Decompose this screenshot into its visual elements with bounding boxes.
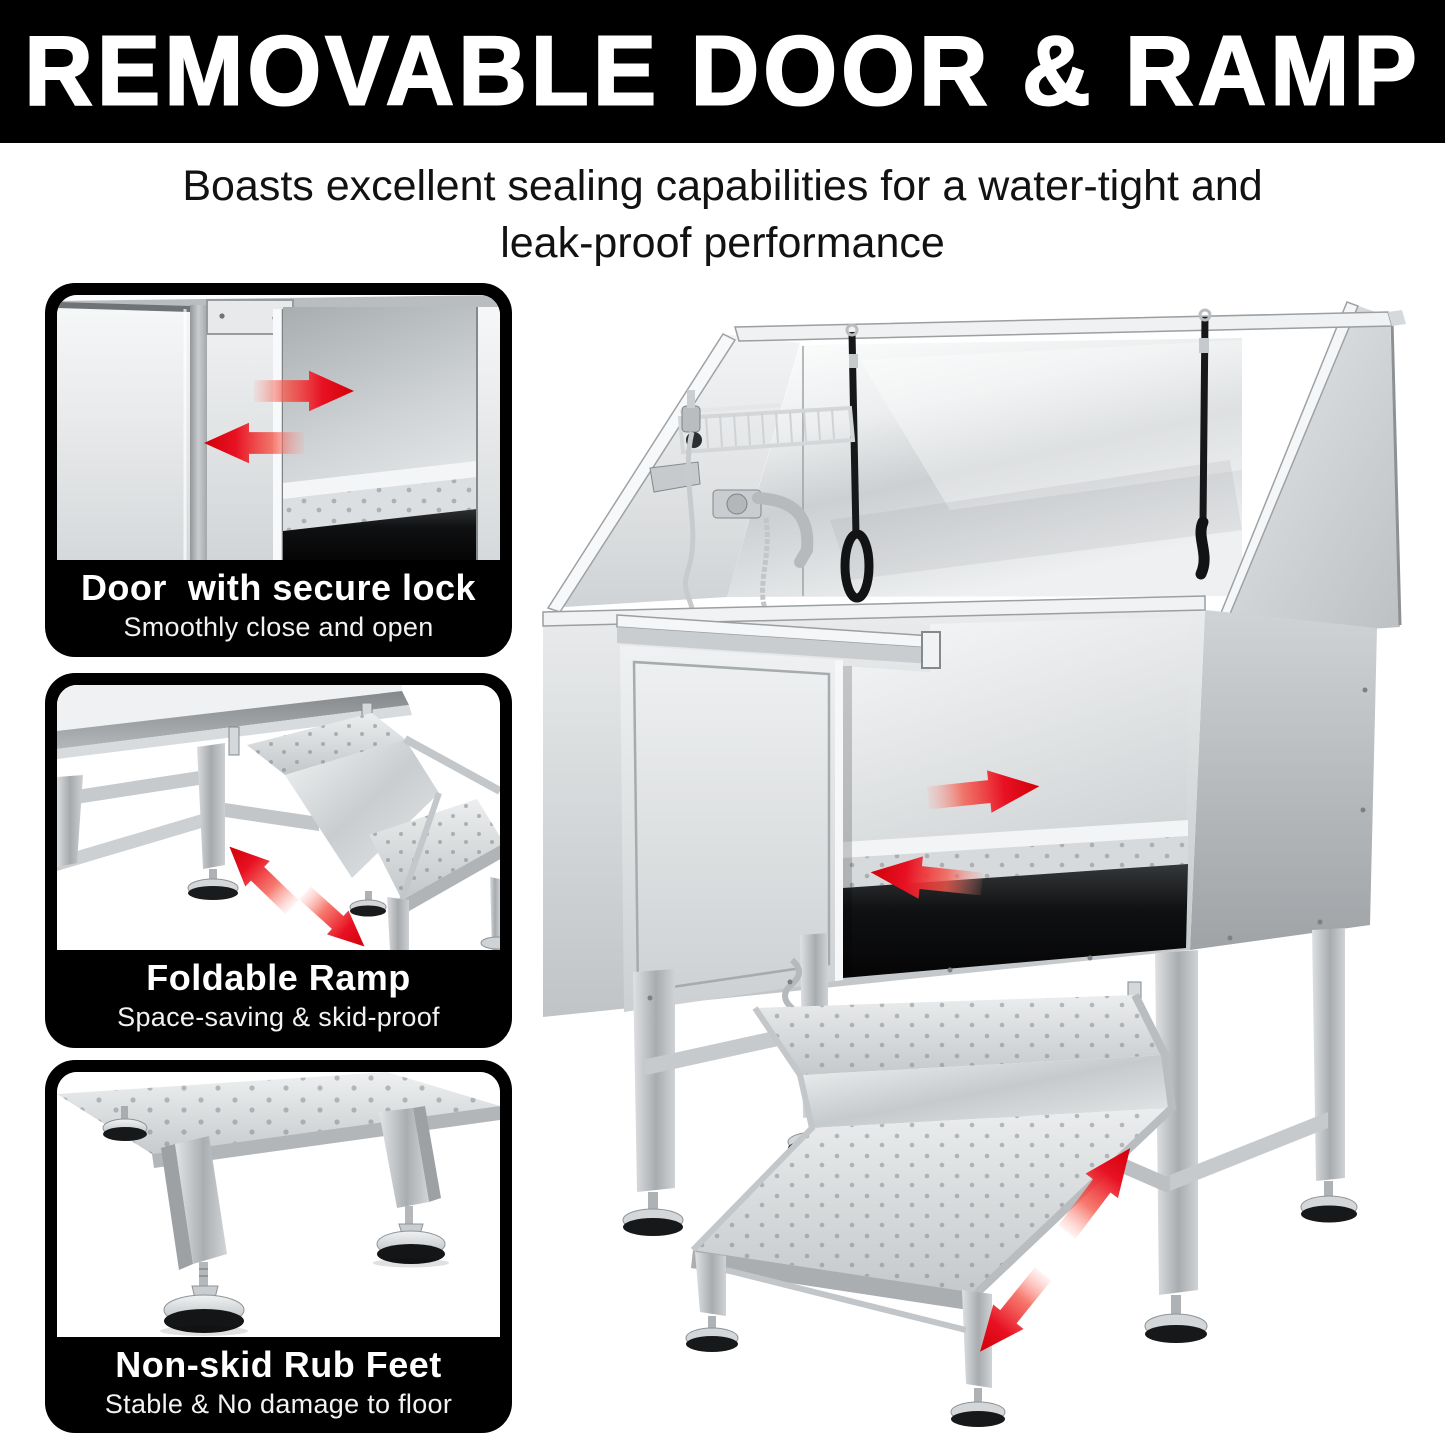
sliding-door bbox=[620, 645, 843, 1012]
adjustable-feet-closeup bbox=[57, 1072, 500, 1337]
feature-title: Foldable Ramp bbox=[146, 957, 411, 998]
door-track-bar bbox=[616, 614, 941, 669]
feature-card-ramp: Foldable Ramp Space-saving & skid-proof bbox=[45, 673, 512, 1048]
feature-subtitle: Space-saving & skid-proof bbox=[117, 1002, 440, 1032]
feature-caption-feet: Non-skid Rub Feet Stable & No damage to … bbox=[45, 1344, 512, 1420]
rubber-mat bbox=[843, 864, 1188, 978]
door-track-seam bbox=[190, 305, 207, 560]
header-banner: REMOVABLE DOOR & RAMP bbox=[0, 0, 1445, 143]
arrow-up-right-icon bbox=[1058, 1148, 1131, 1239]
feature-card-feet: Non-skid Rub Feet Stable & No damage to … bbox=[45, 1060, 512, 1433]
stair-leg bbox=[695, 1252, 726, 1316]
folded-step-side bbox=[285, 739, 439, 878]
feature-title: Non-skid Rub Feet bbox=[115, 1344, 442, 1385]
feature-title: Door with secure lock bbox=[80, 567, 477, 608]
tub-right-side bbox=[1190, 610, 1377, 950]
right-splash-panel bbox=[1210, 302, 1400, 640]
frame-braces bbox=[57, 771, 319, 871]
rivets bbox=[647, 687, 1368, 1001]
interior-shelf-edge bbox=[843, 820, 1188, 858]
door-opening-interior bbox=[283, 307, 500, 560]
arrow-right-icon bbox=[926, 770, 1040, 813]
main-product-photo bbox=[530, 270, 1445, 1445]
page-title: REMOVABLE DOOR & RAMP bbox=[23, 15, 1421, 127]
perforated-platform bbox=[57, 1072, 500, 1168]
feature-subtitle: Stable & No damage to floor bbox=[104, 1389, 453, 1419]
grooming-strap-right bbox=[1195, 308, 1212, 580]
right-leg bbox=[373, 1106, 449, 1268]
stair-leg bbox=[349, 877, 500, 950]
ramp-closeup-photo bbox=[57, 685, 500, 950]
arrow-up-left-icon bbox=[229, 846, 299, 914]
right-frame-strip bbox=[477, 307, 500, 560]
grooming-tub-illustration bbox=[542, 301, 1406, 1427]
storage-basket bbox=[677, 403, 856, 455]
side-rails bbox=[399, 735, 500, 901]
stair-rail bbox=[974, 993, 1177, 1296]
fold-out-stairs bbox=[685, 981, 1177, 1427]
feature-card-door: Door with secure lock Smoothly close and… bbox=[45, 283, 512, 657]
folded-ramp-underframe bbox=[57, 685, 500, 950]
feature-subtitle: Smoothly close and open bbox=[123, 612, 434, 642]
interior-floor-edge bbox=[283, 461, 477, 499]
arrow-down-right-icon bbox=[299, 886, 365, 947]
subtitle-line-2: leak-proof performance bbox=[500, 218, 945, 267]
top-rail bbox=[734, 311, 1393, 342]
subtitle: Boasts excellent sealing capabilities fo… bbox=[0, 158, 1445, 272]
stair-leg bbox=[962, 1290, 992, 1388]
step-riser bbox=[800, 1055, 1172, 1128]
left-steel-panel bbox=[57, 302, 190, 560]
arrow-down-left-icon bbox=[980, 1267, 1052, 1352]
sliding-door-panel bbox=[206, 299, 294, 560]
folded-step-lower bbox=[369, 799, 500, 914]
stair-brace bbox=[725, 1267, 967, 1333]
feature-caption-ramp: Foldable Ramp Space-saving & skid-proof bbox=[45, 957, 512, 1033]
door-handle bbox=[921, 631, 941, 669]
sprayer-handle bbox=[649, 390, 702, 616]
front-left-leg bbox=[160, 1136, 248, 1336]
arrow-left-icon bbox=[870, 856, 984, 899]
door-closeup-photo bbox=[57, 295, 500, 560]
subtitle-line-1: Boasts excellent sealing capabilities fo… bbox=[182, 162, 1263, 210]
side-brace bbox=[1170, 1112, 1328, 1191]
tub-underside bbox=[57, 685, 412, 759]
rear-foot bbox=[102, 1106, 148, 1141]
feet-closeup-photo bbox=[57, 1072, 500, 1337]
stair-rail bbox=[690, 1006, 816, 1253]
faucet bbox=[712, 489, 814, 617]
feature-caption-door: Door with secure lock Smoothly close and… bbox=[45, 567, 512, 643]
tub-rim bbox=[542, 595, 1206, 627]
frame-leg bbox=[57, 743, 239, 900]
rubber-mat bbox=[283, 509, 477, 560]
sliding-door-closeup bbox=[57, 295, 500, 560]
arrow-left-icon bbox=[204, 422, 304, 464]
folded-step-top bbox=[247, 713, 405, 775]
arrow-right-icon bbox=[254, 370, 354, 412]
